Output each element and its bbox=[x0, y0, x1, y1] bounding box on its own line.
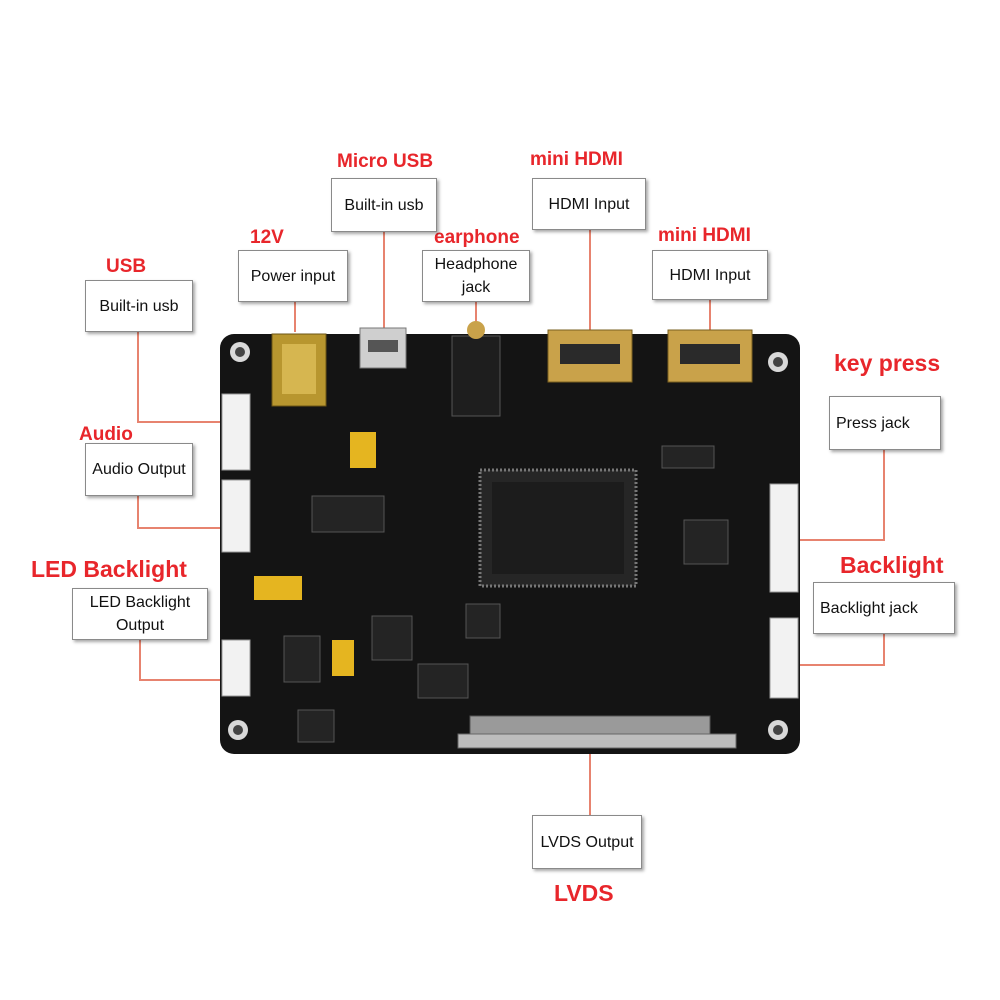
box-power: Power input bbox=[238, 250, 348, 302]
micro-usb-port bbox=[359, 327, 407, 369]
desc-usb: Built-in usb bbox=[99, 297, 179, 315]
box-mini-hdmi-1: HDMI Input bbox=[532, 178, 646, 230]
title-micro-usb: Micro USB bbox=[337, 151, 434, 172]
capacitors bbox=[254, 432, 376, 676]
box-key-press: Press jack bbox=[829, 396, 941, 450]
desc-audio: Audio Output bbox=[92, 461, 186, 478]
headphone-jack bbox=[451, 335, 501, 417]
box-audio: Audio Output bbox=[85, 443, 193, 496]
desc-key-press: Press jack bbox=[836, 414, 910, 432]
title-mini-hdmi-2: mini HDMI bbox=[658, 225, 751, 246]
desc-lvds: LVDS Output bbox=[540, 833, 634, 851]
box-usb: Built-in usb bbox=[85, 280, 193, 332]
line-audio bbox=[137, 496, 224, 529]
desc-mini-hdmi-1: HDMI Input bbox=[548, 195, 630, 213]
left-connectors bbox=[221, 393, 251, 697]
box-led-backlight: LED Backlight Output bbox=[72, 588, 208, 640]
title-key-press: key press bbox=[834, 350, 941, 376]
title-audio: Audio bbox=[79, 424, 133, 445]
line-backlight bbox=[795, 634, 885, 666]
right-connectors bbox=[769, 483, 799, 699]
line-usb bbox=[137, 332, 224, 423]
desc-backlight: Backlight jack bbox=[820, 599, 918, 617]
line-key-press bbox=[795, 450, 885, 541]
desc-led-backlight: LED Backlight Output bbox=[89, 594, 191, 634]
box-backlight: Backlight jack bbox=[813, 582, 955, 634]
desc-power: Power input bbox=[250, 267, 336, 285]
desc-earphone: Headphone jack bbox=[434, 256, 518, 296]
title-earphone: earphone bbox=[434, 227, 520, 248]
line-led-backlight bbox=[139, 640, 224, 681]
desc-mini-hdmi-2: HDMI Input bbox=[669, 266, 751, 284]
title-usb: USB bbox=[106, 256, 147, 277]
desc-micro-usb: Built-in usb bbox=[344, 196, 424, 214]
minor-components bbox=[283, 445, 729, 743]
mounting-holes bbox=[228, 342, 788, 740]
title-power: 12V bbox=[250, 227, 284, 248]
title-led-backlight: LED Backlight bbox=[31, 556, 187, 582]
box-mini-hdmi-2: HDMI Input bbox=[652, 250, 768, 300]
box-micro-usb: Built-in usb bbox=[331, 178, 437, 232]
title-backlight: Backlight bbox=[840, 552, 944, 578]
callout-lines bbox=[137, 230, 885, 815]
box-lvds: LVDS Output bbox=[532, 815, 642, 869]
box-earphone: Headphone jack bbox=[422, 250, 530, 302]
title-mini-hdmi-1: mini HDMI bbox=[530, 149, 623, 170]
title-lvds: LVDS bbox=[554, 880, 614, 906]
